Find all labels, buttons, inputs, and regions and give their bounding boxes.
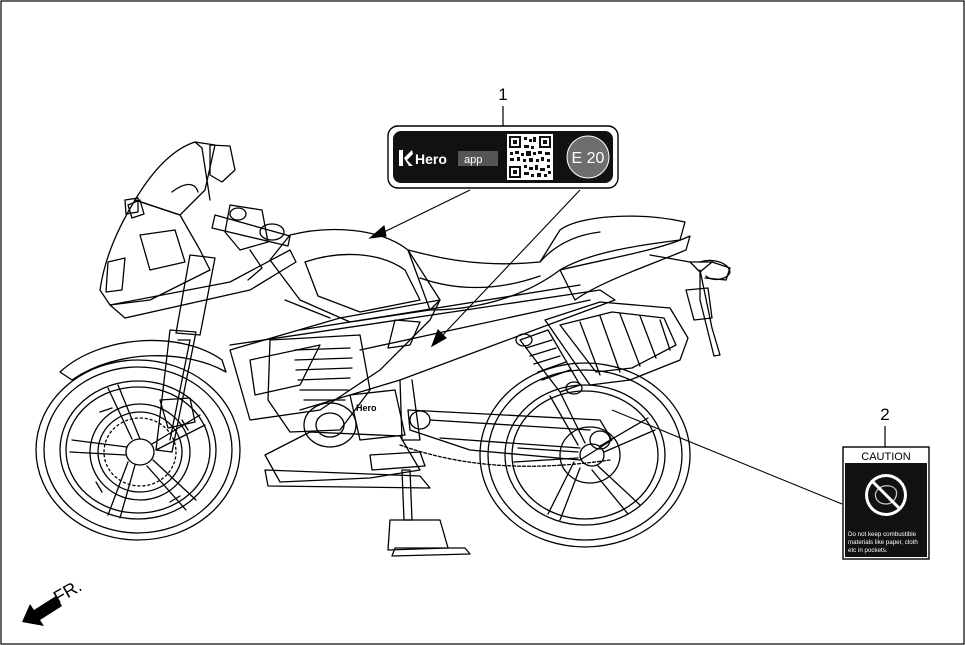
sticker-1-app-tag-bg <box>458 151 498 166</box>
frame-trellis <box>229 284 616 441</box>
rear-wheel <box>479 362 691 548</box>
engine <box>267 334 406 448</box>
callout-number-1: 1 <box>498 85 507 104</box>
belly-pan <box>264 469 431 489</box>
callout-number-2: 2 <box>880 405 889 424</box>
sticker-1-hero-app: Hero app E 20 <box>387 125 619 189</box>
sticker-2-caution: CAUTION Do not keep combustible material… <box>842 446 930 560</box>
brake-disc <box>89 397 196 503</box>
front-fender <box>59 339 227 381</box>
sticker-2-line-2: materials like paper, cloth <box>848 539 918 546</box>
sticker-1-fuel-badge: E 20 <box>572 150 605 167</box>
front-wheel <box>35 359 241 541</box>
front-fork <box>155 254 216 453</box>
e20-badge <box>566 135 610 179</box>
qr-code-icon <box>507 134 553 180</box>
sticker-2-line-1: Do not keep combustible <box>848 531 917 538</box>
tank-logo: Hero <box>356 403 377 413</box>
tail-section <box>559 235 731 357</box>
sticker-1-app-tag: app <box>464 154 482 166</box>
side-panel <box>229 299 441 483</box>
sticker-2-header: CAUTION <box>861 451 911 463</box>
drive-chain <box>399 444 611 467</box>
handlebar-assembly <box>211 204 291 281</box>
hero-logo-icon <box>399 150 413 166</box>
callout-1-pointers <box>368 189 581 348</box>
motorcycle-illustration <box>35 141 731 557</box>
front-direction-arrow-icon <box>22 596 62 626</box>
swingarm <box>407 409 613 461</box>
callout-2-pointer <box>611 409 843 505</box>
seat <box>407 215 686 311</box>
sticker-1-brand: Hero <box>415 151 447 167</box>
sticker-2-line-3: etc in pockets. <box>848 547 888 554</box>
fuel-tank <box>269 228 441 323</box>
rear-shock <box>515 329 583 395</box>
side-stand <box>369 451 471 557</box>
rear-side-guard <box>544 301 689 386</box>
front-direction-indicator: FR. <box>22 576 85 626</box>
mirror <box>127 199 145 219</box>
front-fairing <box>99 141 297 319</box>
